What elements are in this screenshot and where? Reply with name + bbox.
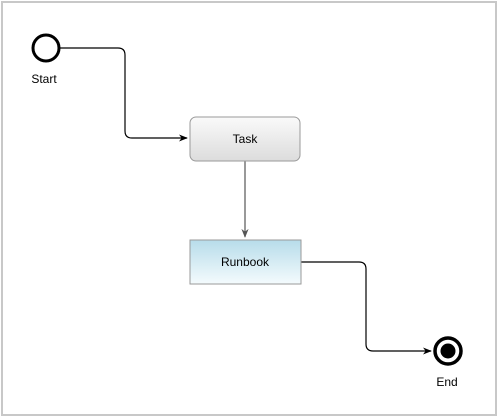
end-event[interactable]	[433, 336, 463, 366]
runbook-box	[189, 239, 302, 285]
start-event[interactable]	[31, 33, 61, 63]
runbook-node[interactable]: Runbook	[189, 239, 302, 285]
end-event-inner-dot	[440, 343, 456, 359]
start-label: Start	[31, 72, 57, 86]
edge-start-to-task	[60, 47, 188, 142]
task-label: Task	[233, 132, 259, 146]
runbook-label: Runbook	[221, 255, 270, 269]
task-box	[189, 116, 301, 162]
end-label: End	[436, 375, 457, 389]
task-node[interactable]: Task	[189, 116, 301, 162]
edge-runbook-to-end	[301, 261, 432, 355]
start-event-circle	[31, 33, 61, 63]
